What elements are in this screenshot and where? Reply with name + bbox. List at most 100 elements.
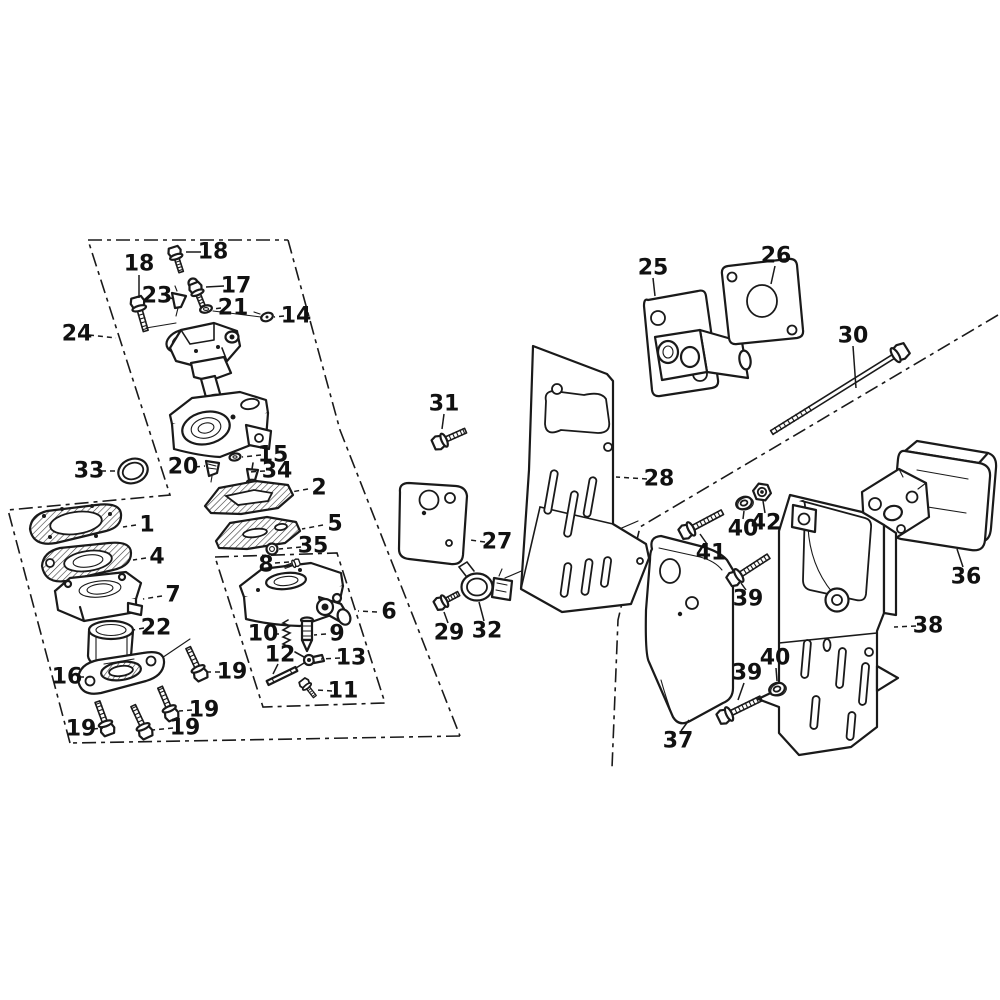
leader-line-5: [301, 524, 324, 530]
part-7-metering-body: [53, 570, 144, 623]
part-9-needle-valve: [299, 616, 315, 653]
part-label-38: 38: [913, 614, 944, 639]
leader-line-17: [205, 285, 225, 288]
part-label-28: 28: [644, 467, 675, 492]
part-12-float-pin: [265, 665, 299, 687]
leader-line-2: [290, 488, 309, 493]
leader-line-36: [956, 548, 964, 568]
part-label-5: 5: [327, 512, 342, 537]
part-4-diaphragm: [40, 541, 133, 583]
part-label-27: 27: [482, 530, 513, 555]
leader-line-22: [132, 627, 145, 631]
leader-line-4: [132, 557, 147, 561]
part-label-20: 20: [168, 455, 199, 480]
leader-line-11: [316, 689, 333, 692]
part-30-long-bolt: [769, 342, 911, 436]
part-1-gasket: [28, 503, 123, 545]
part-label-23: 23: [142, 284, 173, 309]
part-27-gasket: [397, 481, 469, 566]
part-20-jet: [204, 459, 221, 483]
leader-line-39: [737, 682, 745, 701]
leader-line-12: [272, 663, 279, 675]
leader-line-15: [241, 454, 262, 458]
part-label-40: 40: [760, 646, 791, 671]
leader-line-19: [178, 709, 193, 712]
leader-line-6: [357, 610, 378, 613]
leader-line-31: [441, 413, 445, 430]
leader-line-27: [469, 539, 486, 543]
part-35-nut: [265, 542, 279, 556]
part-label-41: 41: [696, 541, 727, 566]
leader-line-29: [443, 611, 449, 624]
part-24-carburetor-body: [168, 390, 273, 459]
part-label-40: 40: [728, 517, 759, 542]
part-32-clamp: [457, 560, 514, 602]
leader-line-35: [278, 546, 302, 550]
part-label-33: 33: [74, 459, 105, 484]
part-label-25: 25: [638, 256, 669, 281]
part-label-4: 4: [149, 545, 164, 570]
part-14-clip: [253, 311, 274, 323]
part-label-24: 24: [62, 322, 93, 347]
part-24-pump-assembly: [165, 321, 242, 407]
part-label-7: 7: [165, 583, 180, 608]
leader-line-39: [740, 582, 747, 591]
part-label-21: 21: [218, 296, 249, 321]
leader-line-30: [852, 345, 857, 389]
part-11-screw: [297, 676, 320, 701]
leader-line-1: [122, 524, 137, 528]
part-label-34: 34: [262, 459, 293, 484]
part-16-flange-plate: [76, 651, 166, 695]
part-label-42: 42: [751, 511, 782, 536]
part-label-15: 15: [258, 443, 289, 468]
part-28-heat-shield: [519, 344, 651, 614]
leader-line-40: [775, 667, 778, 682]
part-label-26: 26: [761, 244, 792, 269]
part-37-muffler-cover-plate: [644, 534, 735, 725]
leader-line-7: [142, 595, 163, 600]
part-18-bolt-top: [165, 244, 189, 276]
part-label-17: 17: [221, 274, 252, 299]
leader-line-19: [151, 727, 174, 731]
part-19-bolt-4: [125, 701, 156, 742]
boundary-carb-group-right: [287, 239, 461, 737]
part-19-bolt-1: [180, 643, 211, 684]
leader-line-9: [313, 633, 327, 636]
part-label-29: 29: [434, 621, 465, 646]
part-21-washer: [199, 304, 213, 314]
part-6-carburetor-lower-body: [238, 561, 352, 628]
part-label-22: 22: [141, 616, 172, 641]
leader-line-34: [247, 470, 266, 473]
part-label-12: 12: [265, 643, 296, 668]
part-13-screw-set: [294, 651, 326, 669]
part-38-muffler-bracket: [756, 493, 900, 757]
part-label-19: 19: [170, 716, 201, 741]
part-2-gasket: [203, 479, 295, 516]
leader-line-28: [615, 476, 648, 480]
boundary-carb-group-bottom: [69, 735, 461, 744]
part-label-8: 8: [258, 553, 273, 578]
part-label-37: 37: [663, 729, 694, 754]
part-label-1: 1: [139, 513, 154, 538]
part-label-10: 10: [248, 622, 279, 647]
leader-line-37: [680, 719, 690, 732]
part-label-35: 35: [298, 534, 329, 559]
boundary-muffler-group: [611, 314, 999, 769]
leader-line-40: [742, 510, 745, 520]
part-label-32: 32: [472, 619, 503, 644]
part-label-9: 9: [329, 622, 344, 647]
part-label-18: 18: [124, 252, 155, 277]
leader-line-38: [893, 625, 917, 628]
part-33-o-ring: [117, 457, 149, 485]
part-15-o-ring: [228, 452, 242, 462]
part-label-30: 30: [838, 324, 869, 349]
leader-line-25: [652, 277, 656, 297]
leader-line-24: [88, 334, 117, 339]
leader-line-41: [699, 533, 708, 545]
part-label-31: 31: [429, 392, 460, 417]
part-label-19: 19: [66, 717, 97, 742]
part-label-39: 39: [732, 661, 763, 686]
leader-line-21: [212, 307, 222, 310]
